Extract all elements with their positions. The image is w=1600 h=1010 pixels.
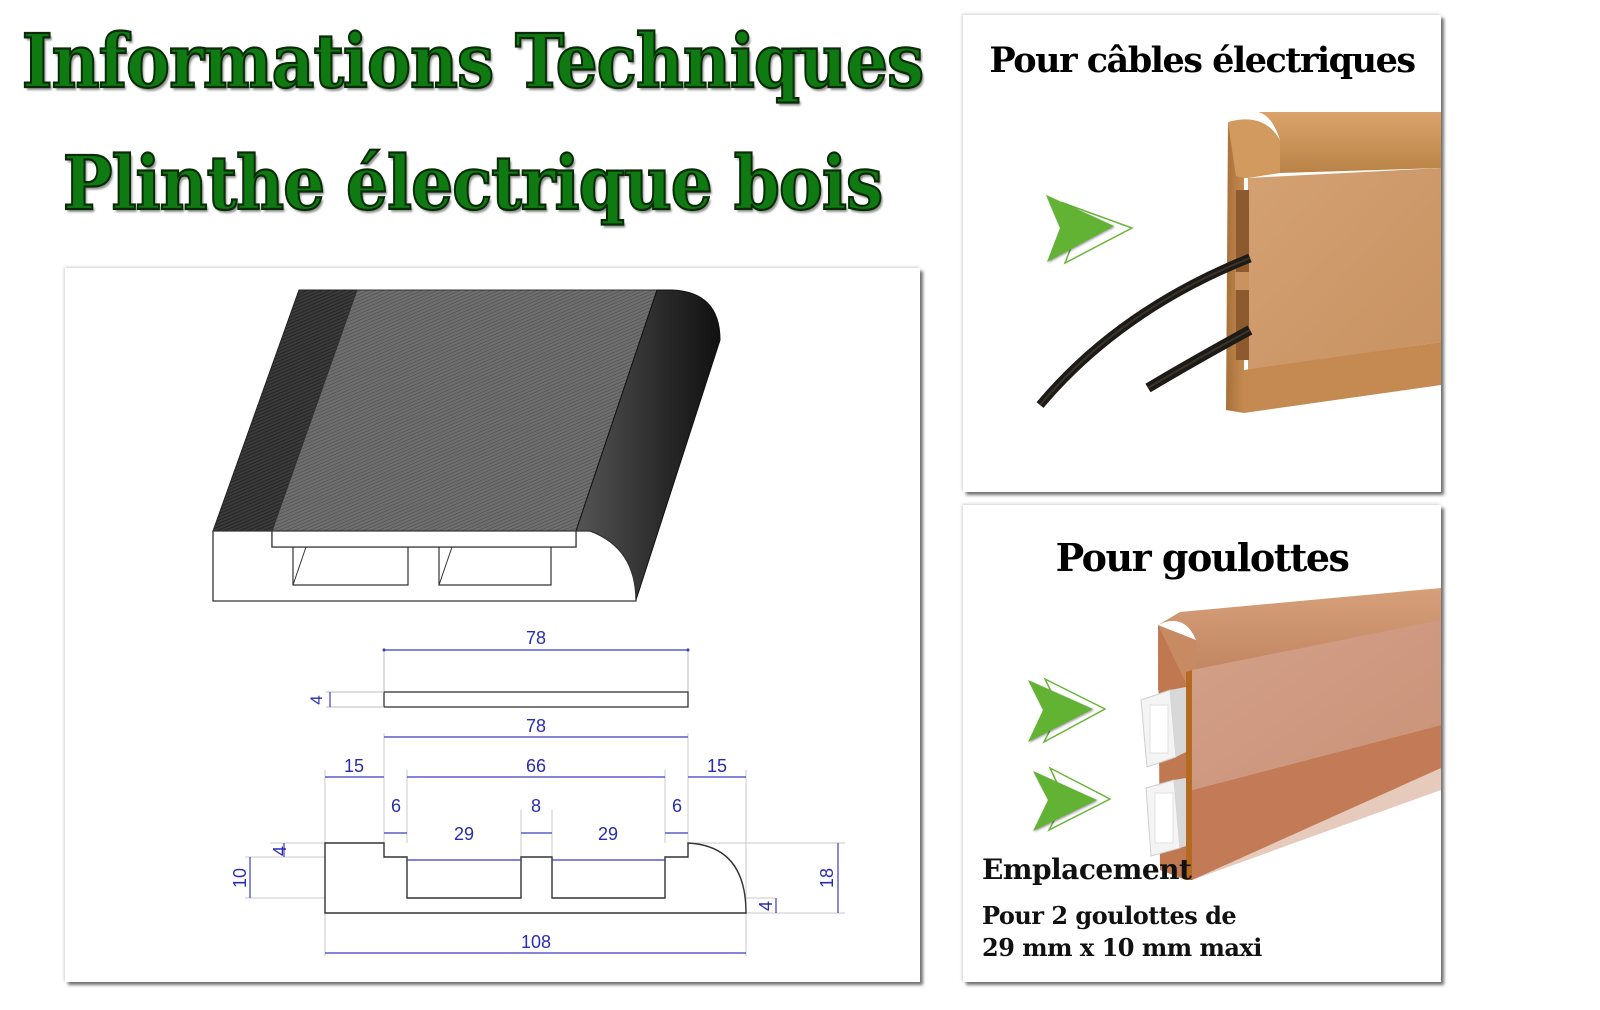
green-arrow-icon <box>1046 195 1134 265</box>
dim-channel-depth: 10 <box>230 868 250 888</box>
white-trunking-upper <box>1140 687 1186 768</box>
goulottes-photo <box>1028 588 1441 880</box>
electrical-cables <box>1036 253 1253 408</box>
cover-width-label: 78 <box>526 628 546 648</box>
page-title-line1: Informations Techniques <box>21 17 925 105</box>
skirting-board-with-trunking <box>1158 588 1441 880</box>
dim-right-channel: 29 <box>598 824 618 844</box>
page-title-line2: Plinthe électrique bois <box>62 139 884 227</box>
dim-base-thickness: 4 <box>756 901 776 911</box>
location-note-title: Emplacement <box>982 853 1192 886</box>
dim-left-channel: 29 <box>454 824 474 844</box>
skirting-board-photo <box>1226 112 1441 413</box>
dim-cover-width: 78 <box>526 716 546 736</box>
dim-left-lip: 6 <box>391 796 401 816</box>
cables-heading: Pour câbles électriques <box>989 40 1416 81</box>
dim-inner-span: 66 <box>526 756 546 776</box>
location-note-line2: 29 mm x 10 mm maxi <box>982 933 1262 962</box>
dim-total-width: 108 <box>521 932 551 952</box>
dim-right-lip: 6 <box>672 796 682 816</box>
technical-drawing: 78 4 <box>212 289 845 956</box>
dim-left-shoulder: 15 <box>344 756 364 776</box>
green-arrow-icon-upper <box>1028 677 1107 744</box>
cover-thickness-label: 4 <box>307 695 326 704</box>
base-profile-drawing: 78 15 66 15 6 8 6 29 29 108 4 10 4 18 <box>230 716 845 956</box>
dim-right-shoulder: 15 <box>707 756 727 776</box>
green-arrow-icon-lower <box>1033 766 1112 832</box>
dim-notch-depth: 4 <box>270 846 290 856</box>
isometric-view <box>212 289 721 602</box>
dim-center-divider: 8 <box>531 796 541 816</box>
location-note-line1: Pour 2 goulottes de <box>982 901 1237 930</box>
cover-profile-drawing: 78 4 <box>307 628 690 708</box>
cables-photo <box>1036 112 1441 413</box>
dim-total-height: 18 <box>817 868 837 888</box>
technical-drawing-panel: 78 4 <box>65 268 920 982</box>
white-trunking-lower <box>1145 778 1186 857</box>
goulottes-panel: Pour goulottes <box>963 505 1441 982</box>
goulottes-heading: Pour goulottes <box>1055 535 1350 580</box>
cables-panel: Pour câbles électriques <box>963 15 1441 492</box>
